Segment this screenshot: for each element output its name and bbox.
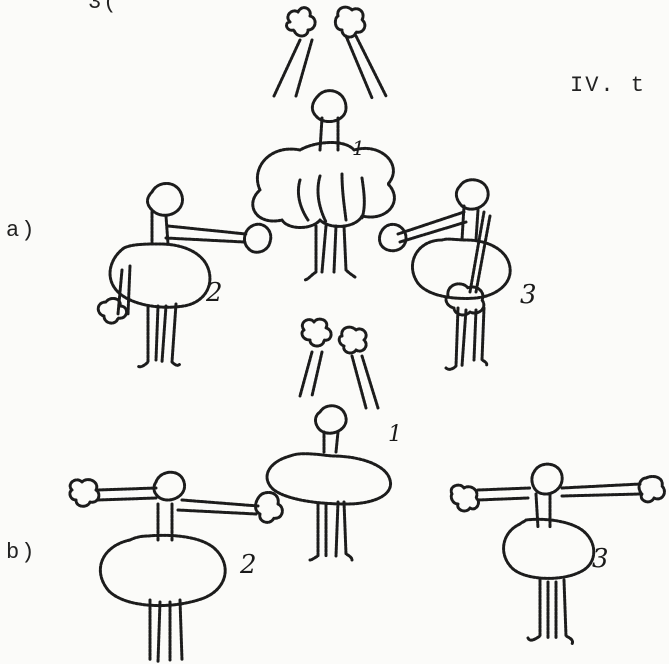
skirt-a1-folds — [296, 172, 366, 224]
pompom-a3-hand — [378, 222, 408, 253]
leg-a3-left — [444, 306, 468, 371]
figure-a3-number: 3 — [520, 280, 537, 310]
arm-a2-right — [164, 224, 248, 244]
head-a3 — [454, 178, 490, 211]
leg-a2-right — [160, 302, 182, 367]
figure-a1 — [251, 5, 396, 282]
row-label-b: b) — [6, 540, 37, 565]
leg-a2-left — [136, 304, 160, 369]
leg-b3-right — [554, 578, 574, 646]
arm-b2-right — [176, 498, 260, 516]
figure-b1 — [265, 317, 393, 562]
arm-a1-left — [272, 38, 314, 98]
pompom-a3-hip — [444, 282, 486, 317]
arm-a3-left — [396, 210, 468, 244]
head-a2 — [146, 182, 184, 217]
pompom-a1-left — [285, 6, 317, 38]
leg-a3-right — [472, 306, 489, 368]
head-b2 — [152, 470, 187, 502]
figure-b3-number: 3 — [592, 544, 609, 574]
skirt-a2 — [108, 242, 212, 309]
head-b3 — [530, 462, 564, 496]
arm-b2-left — [96, 486, 158, 502]
leg-a1-left — [302, 224, 328, 282]
leg-b1-right — [334, 500, 354, 562]
pompom-a2-low — [96, 297, 128, 325]
leg-b3-left — [526, 578, 550, 642]
figure-b3 — [449, 462, 666, 646]
pompom-a2-hand — [243, 222, 273, 254]
leg-b2-left — [148, 598, 162, 664]
figure-b2 — [68, 470, 284, 664]
skirt-b2 — [98, 533, 227, 607]
figure-a3 — [378, 178, 512, 371]
neck-b1 — [322, 430, 340, 454]
pompom-b2-left — [68, 478, 101, 508]
section-title: IV. t — [570, 73, 647, 98]
arm-b1-right — [350, 354, 380, 410]
pompom-b2-right — [254, 490, 284, 524]
skirt-b1 — [265, 452, 393, 506]
arm-a1-right — [344, 34, 388, 100]
arm-b3-left — [476, 486, 532, 502]
arm-a2-left — [116, 264, 132, 316]
row-label-a: a) — [6, 218, 37, 243]
skirt-a1 — [251, 141, 396, 229]
top-mark: 3( — [88, 0, 119, 15]
skirt-b3 — [502, 517, 596, 580]
neck-b3 — [534, 492, 552, 530]
arm-a3-down — [468, 210, 492, 294]
head-b1 — [314, 404, 348, 435]
leg-b1-left — [308, 502, 328, 562]
figure-a2 — [96, 182, 273, 369]
pompom-b3-left — [449, 483, 480, 513]
arm-b3-right — [560, 482, 642, 498]
leg-b2-right — [168, 598, 184, 662]
skirt-a3 — [410, 237, 512, 300]
pompom-a1-right — [333, 5, 367, 39]
pompom-b3-right — [637, 474, 666, 504]
figure-b1-number: 1 — [388, 422, 402, 447]
figure-b2-number: 2 — [240, 550, 257, 580]
arm-b1-left — [298, 350, 324, 398]
head-a1 — [310, 89, 348, 124]
leg-a1-right — [332, 224, 358, 280]
pompom-b1-left — [300, 317, 333, 348]
pompom-b1-right — [337, 325, 368, 355]
